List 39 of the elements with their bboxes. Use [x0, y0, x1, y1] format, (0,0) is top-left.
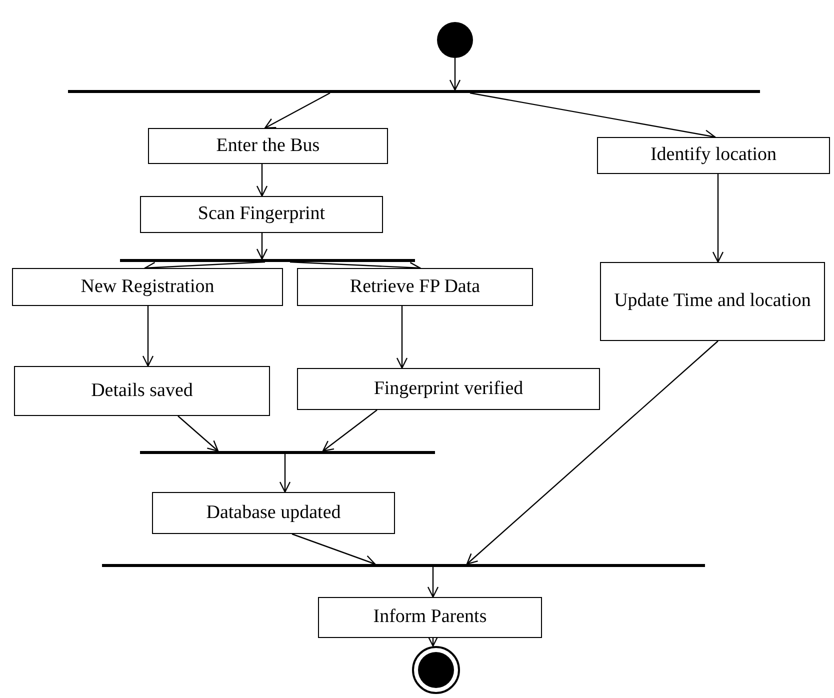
activity-box	[152, 492, 395, 534]
sync-bar	[102, 564, 705, 567]
end-node	[412, 646, 460, 694]
activity-label: Fingerprint verified	[374, 376, 524, 401]
arrow	[142, 306, 154, 367]
start-node	[437, 22, 473, 58]
activity-label: Enter the Bus	[216, 134, 320, 158]
activity-box	[600, 262, 825, 341]
activity-label: Details saved	[91, 378, 193, 403]
arrow	[449, 58, 461, 91]
sync-bar	[68, 90, 760, 93]
arrow	[178, 416, 219, 452]
activity-box	[140, 196, 383, 233]
arrow	[292, 533, 376, 566]
arrow	[279, 454, 291, 493]
activity-box	[318, 597, 542, 638]
arrow	[712, 174, 724, 263]
activity-box	[148, 128, 388, 164]
activity-box	[297, 368, 600, 410]
arrow	[256, 233, 268, 260]
activity-label: Database updated	[206, 500, 341, 525]
activity-box	[12, 268, 283, 306]
arrow	[427, 567, 439, 598]
activity-label: Identify location	[650, 143, 777, 168]
activity-box	[597, 137, 830, 174]
arrow	[466, 340, 718, 565]
sync-bar	[120, 259, 415, 262]
arrow	[256, 164, 268, 197]
activity-label: Scan Fingerprint	[198, 202, 326, 226]
sync-bar	[140, 451, 435, 454]
activity-label: Update Time and location	[614, 289, 811, 314]
activity-box	[14, 366, 270, 416]
activity-label: New Registration	[80, 274, 214, 299]
activity-label: Retrieve FP Data	[350, 274, 480, 299]
arrow	[396, 306, 408, 369]
arrow	[322, 410, 378, 452]
arrow	[264, 92, 330, 129]
activity-label: Inform Parents	[373, 605, 487, 630]
activity-box	[297, 268, 533, 306]
